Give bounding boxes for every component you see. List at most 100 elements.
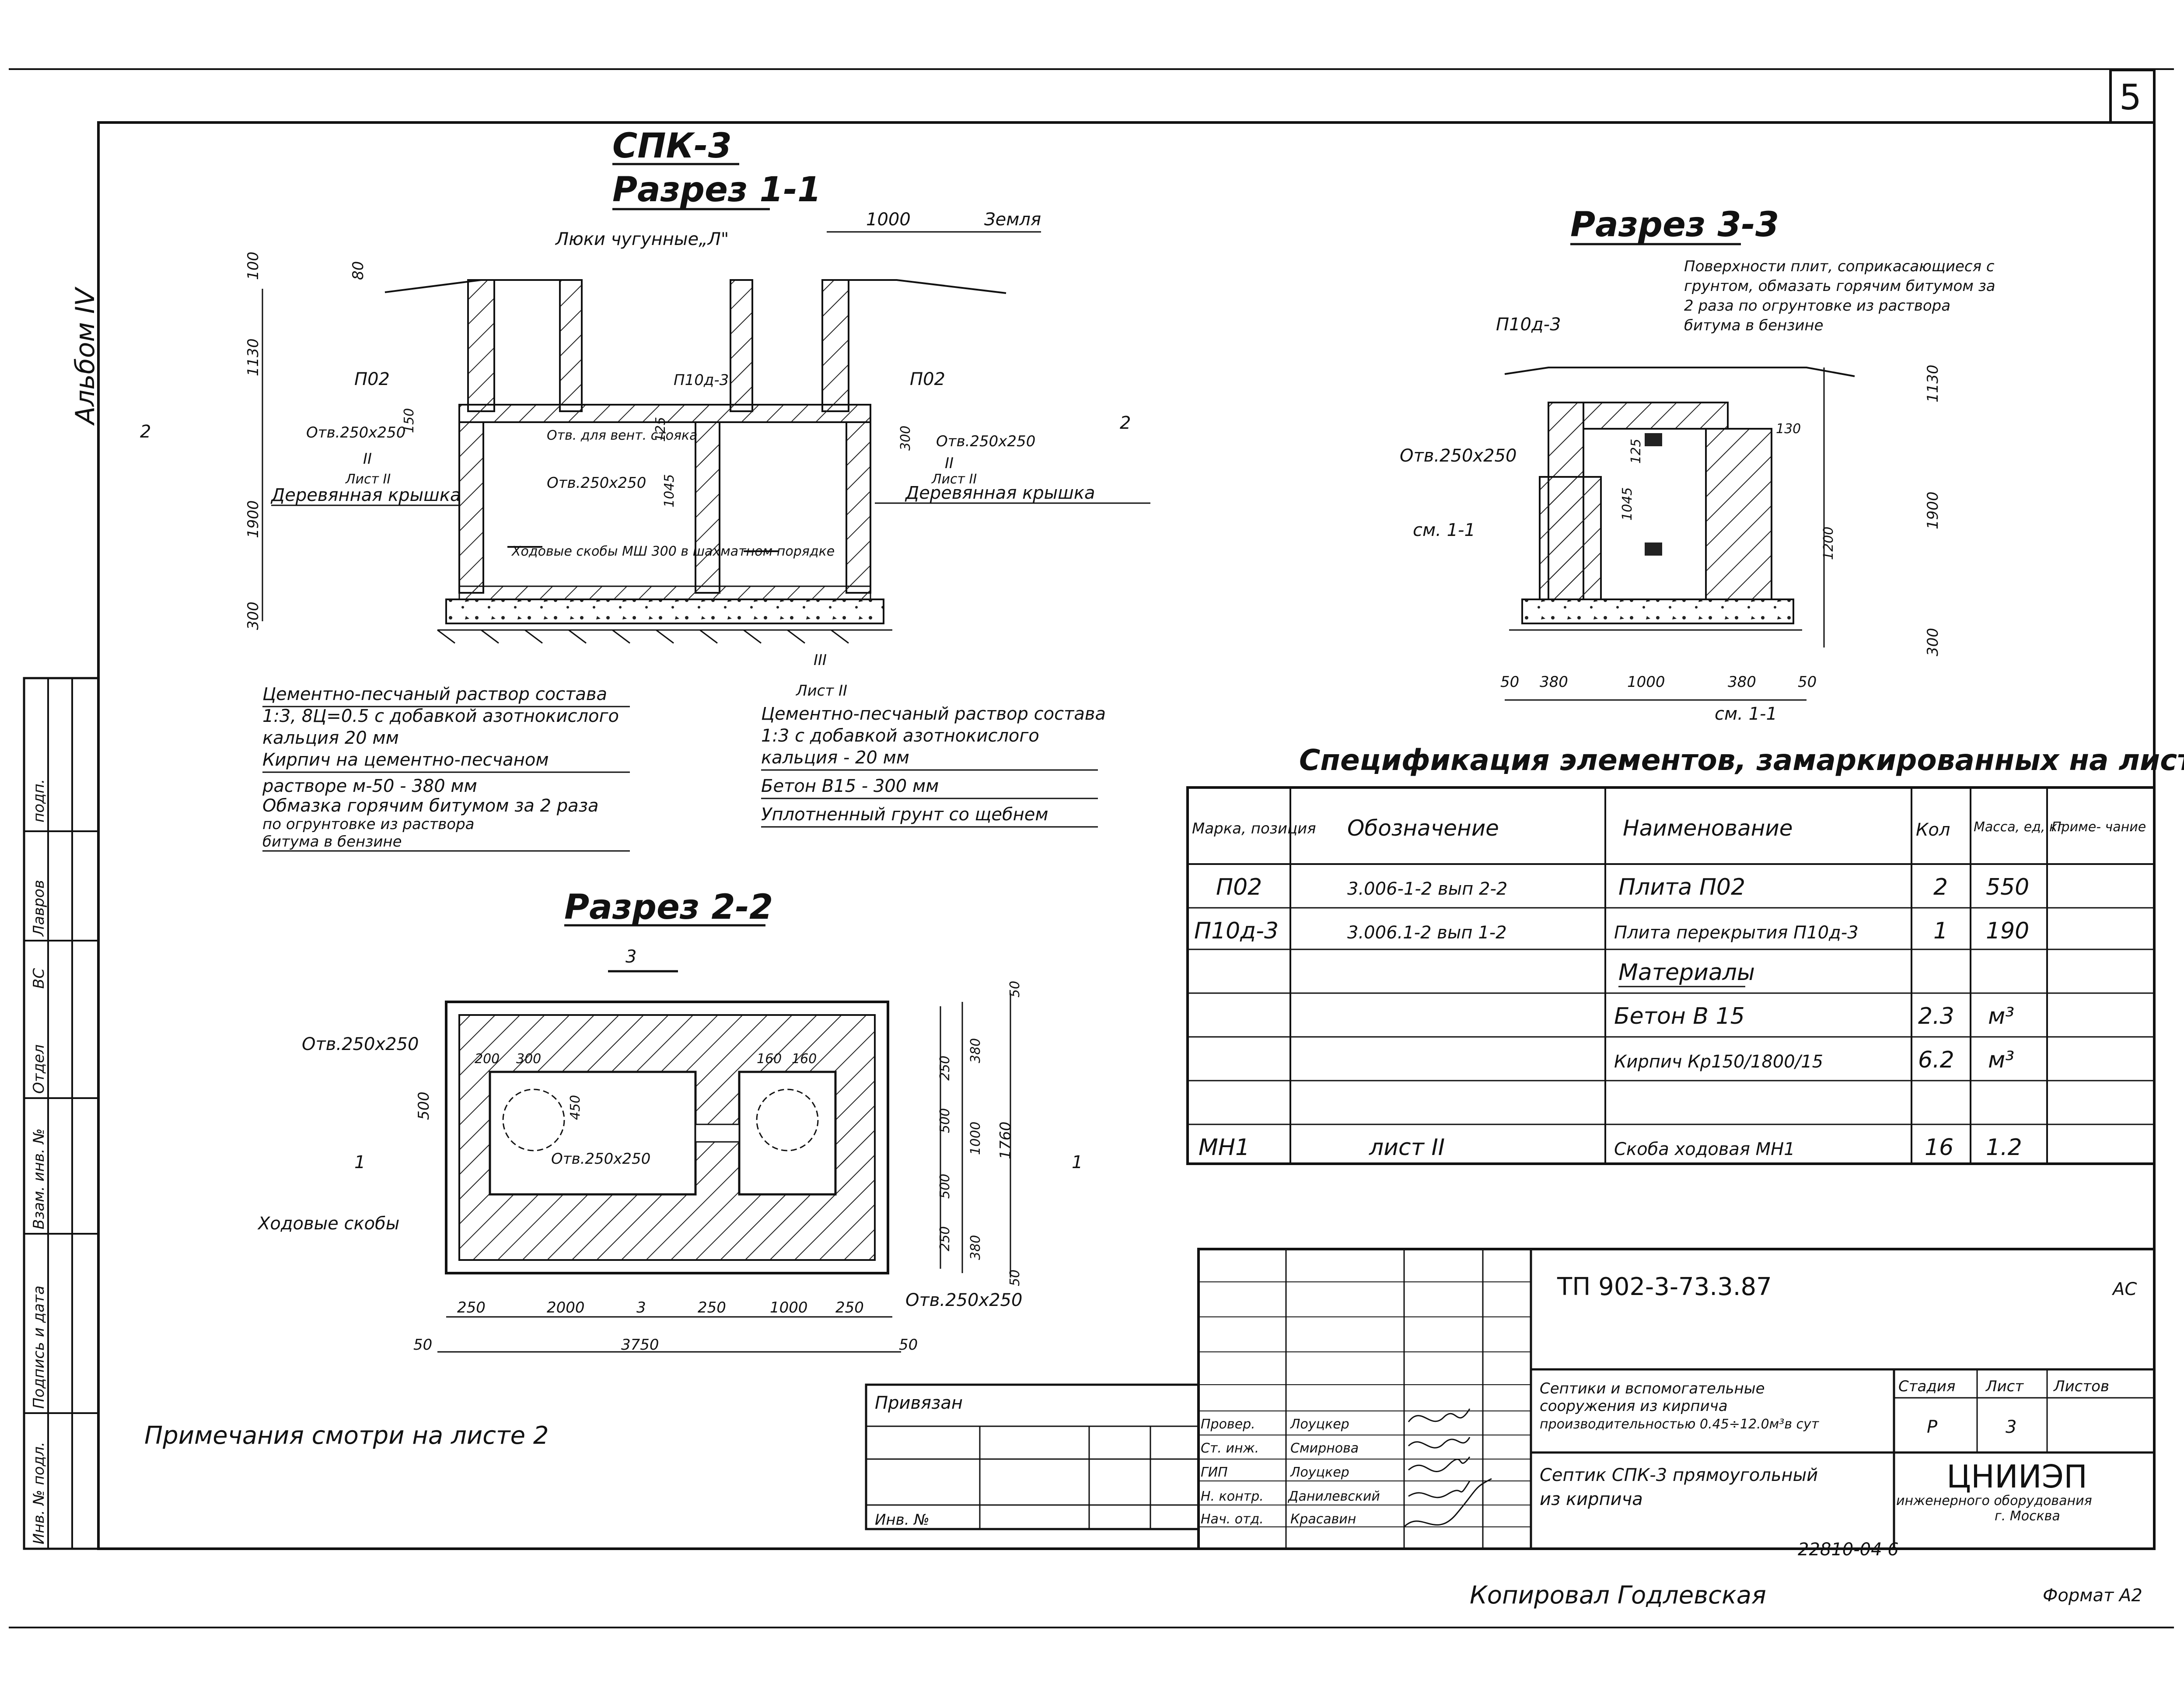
spec-cell: лист II — [1369, 1134, 1445, 1161]
left-strip — [23, 677, 100, 1550]
spec-cell: П10д-3 — [1194, 918, 1279, 944]
dim-150: 150 — [402, 408, 417, 433]
notes-right-line: Бетон В15 - 300 мм — [761, 776, 939, 796]
steps-label: Ходовые скобы МШ 300 в шахматном порядке — [511, 544, 835, 559]
s33-d130: 130 — [1776, 421, 1801, 437]
dim-b50b: 50 — [899, 1336, 918, 1354]
spec-cell: 1.2 — [1986, 1134, 2022, 1161]
spec-cell: Материалы — [1618, 959, 1755, 986]
notes-left-line: Обмазка горячим битумом за 2 раза — [262, 796, 598, 816]
title-block — [865, 1248, 2156, 1550]
notes-right-line: 1:3 с добавкой азотнокислого — [761, 726, 1039, 746]
person: Красавин — [1290, 1512, 1356, 1527]
hole-tl: Отв.250х250 — [302, 1034, 419, 1054]
notes-left-line: битума в бензине — [262, 833, 402, 850]
col-sheets: Листов — [2053, 1378, 2109, 1395]
spec-cell: 6.2 — [1918, 1047, 1954, 1073]
signatures — [1403, 1408, 1492, 1528]
dim-r500b: 500 — [937, 1174, 953, 1199]
spec-header-mark: Марка, позиция — [1192, 820, 1316, 837]
spec-cell: м³ — [1988, 1047, 2014, 1073]
section-22-drawing — [437, 993, 1011, 1353]
doc-number: 22810-04 6 — [1798, 1540, 1899, 1560]
dim-300-22: 300 — [516, 1051, 541, 1067]
p02-right: П02 — [910, 369, 945, 389]
s33-b1000: 1000 — [1627, 673, 1665, 691]
spec-cell: 1 — [1933, 918, 1948, 944]
dim-100: 100 — [245, 252, 262, 280]
strip-lavrov: Лавров — [30, 880, 48, 937]
spec-cell: 16 — [1925, 1134, 1953, 1161]
role: ГИП — [1201, 1465, 1228, 1480]
s33-d1200: 1200 — [1821, 527, 1836, 560]
cut-mark-right: 2 — [1120, 413, 1131, 433]
ref-left-sheet: Лист II — [345, 472, 391, 487]
dim-1000-top: 1000 — [866, 210, 911, 230]
cover-left: Деревянная крышка — [270, 485, 461, 505]
notes-left-line: 1:3, 8Ц=0.5 с добавкой азотнокислого — [262, 706, 619, 726]
org-sub: инженерного оборудования — [1896, 1493, 2092, 1508]
dim-r50b: 50 — [1007, 1270, 1023, 1286]
dim-b1000: 1000 — [770, 1299, 808, 1316]
copied-by: Копировал Годлевская — [1470, 1581, 1766, 1610]
person: Смирнова — [1290, 1441, 1359, 1456]
person: Данилевский — [1287, 1489, 1380, 1504]
section-33-drawing — [1504, 367, 1855, 701]
dim-b2000: 2000 — [547, 1299, 585, 1316]
cover-right: Деревянная крышка — [905, 483, 1095, 503]
notes-left: Цементно-песчаный раствор состава 1:3, 8… — [262, 684, 630, 852]
s33-p10d3: П10д-3 — [1496, 315, 1561, 335]
notes-left-line: Кирпич на цементно-песчаном — [262, 750, 549, 770]
s33-d1045: 1045 — [1620, 487, 1635, 521]
section-11-title: Разрез 1-1 — [612, 170, 821, 210]
spec-cell: Кирпич Кр150/1800/15 — [1614, 1052, 1823, 1072]
p02-left: П02 — [354, 369, 390, 389]
dim-r1000: 1000 — [968, 1122, 983, 1155]
ref-right-sheet: Лист II — [931, 472, 977, 487]
dim-200: 200 — [475, 1051, 500, 1067]
s33-d300: 300 — [1924, 628, 1942, 656]
s33-ref: см. 1-1 — [1413, 520, 1475, 540]
dim-b50a: 50 — [413, 1336, 432, 1354]
role: Нач. отд. — [1201, 1512, 1264, 1527]
s33-d125: 125 — [1628, 439, 1644, 464]
notes-left-line: по огрунтовке из раствора — [262, 816, 475, 833]
spec-cell: Плита перекрытия П10д-3 — [1614, 923, 1859, 943]
dim-b250a: 250 — [457, 1299, 486, 1316]
spec-cell: 2 — [1933, 874, 1948, 900]
dim-r1760: 1760 — [997, 1121, 1014, 1159]
spec-cell: П02 — [1216, 874, 1262, 900]
ref-bottom: III — [814, 651, 827, 669]
strip-sig: подп. — [30, 779, 48, 822]
section-11-drawing — [262, 279, 1006, 644]
person: Лоуцкер — [1290, 1465, 1349, 1480]
spec-header-qty: Кол — [1916, 820, 1950, 840]
dim-300b: 300 — [898, 426, 913, 451]
inv-label: Инв. № — [875, 1511, 930, 1529]
section-33-note: Поверхности плит, соприкасающиеся с грун… — [1684, 258, 1995, 334]
spec-cell: 3.006.1-2 вып 1-2 — [1347, 923, 1507, 943]
hole-mid: Отв.250х250 — [547, 474, 646, 492]
hole-inner: Отв.250х250 — [551, 1150, 650, 1168]
role: Провер. — [1201, 1417, 1255, 1432]
s33-b50a: 50 — [1500, 673, 1519, 691]
dim-r380b: 380 — [968, 1235, 983, 1260]
spec-cell: Бетон В 15 — [1614, 1003, 1745, 1029]
strip-sign: Подпись и дата — [30, 1285, 48, 1409]
dim-80: 80 — [349, 261, 367, 280]
stage-code: АС — [2111, 1279, 2137, 1299]
ref-bottom-sheet: Лист II — [795, 682, 847, 700]
s33-note-line: 2 раза по огрунтовке из раствора — [1684, 297, 1950, 315]
spec-header-designation: Обозначение — [1347, 816, 1499, 841]
dim-450: 450 — [568, 1095, 583, 1120]
dim-r500a: 500 — [937, 1108, 953, 1133]
notes-left-line: кальция 20 мм — [262, 728, 399, 748]
cut1-right: 1 — [1072, 1152, 1083, 1172]
dim-b250c: 250 — [835, 1299, 864, 1316]
spec-header-mass: Масса, ед, кг — [1974, 819, 2064, 835]
format-label: Формат А2 — [2043, 1586, 2142, 1606]
cut-mark-left: 2 — [140, 422, 151, 442]
strip-inv: Инв. № подл. — [30, 1442, 48, 1544]
